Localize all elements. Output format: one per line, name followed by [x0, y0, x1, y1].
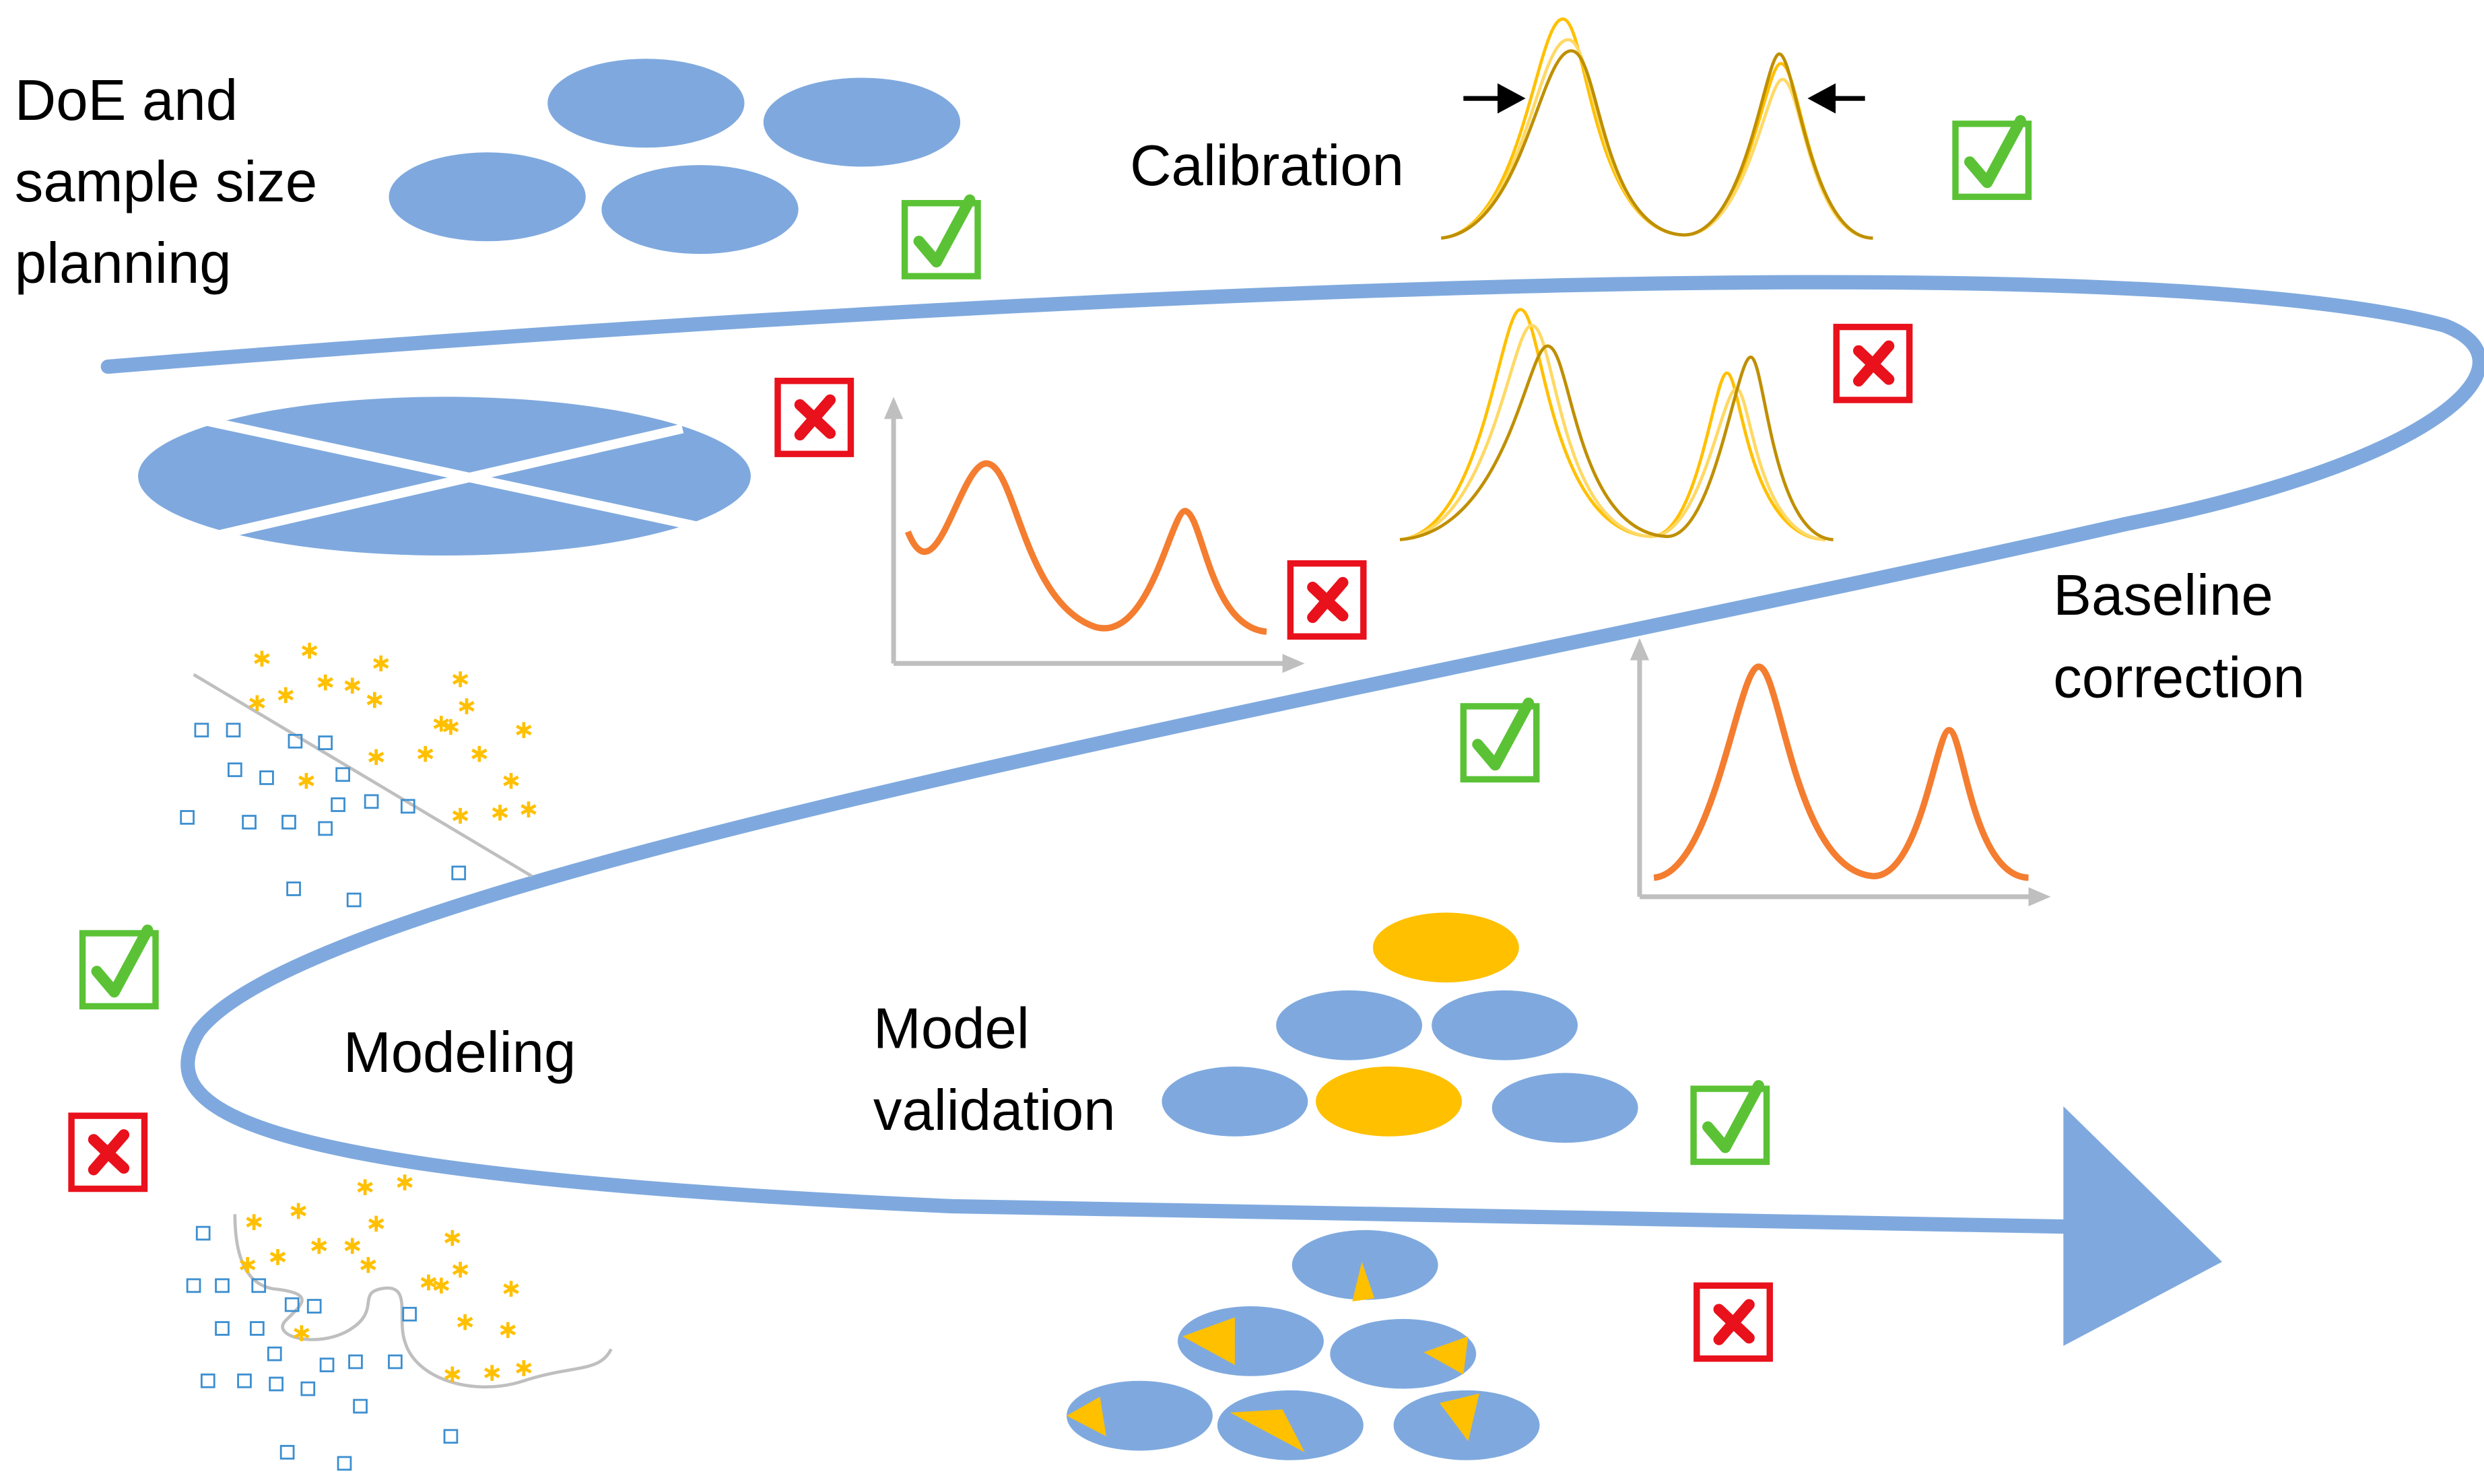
- baseline-cross-icon: [1290, 564, 1363, 636]
- modeling-label: Modeling: [343, 1021, 576, 1085]
- baseline-check-icon: [1463, 703, 1536, 779]
- validation-ellipses-good: [1162, 912, 1638, 1143]
- modeling-scatter-overfit: [186, 1174, 613, 1471]
- workflow-arrowhead: [2063, 1106, 2223, 1346]
- workflow-path: [100, 275, 2484, 1234]
- validation-label-line2: validation: [873, 1079, 1116, 1143]
- validation-label-line1: Model: [873, 997, 1030, 1060]
- calibration-spectra-bad: [1399, 308, 1834, 541]
- validation-check-icon: [1693, 1085, 1766, 1161]
- doe-label-line3: planning: [15, 232, 232, 296]
- doe-label-line1: DoE and: [15, 69, 238, 133]
- baseline-plot-bad: [883, 397, 1305, 673]
- calibration-spectra-good: [1441, 17, 1873, 240]
- baseline-label: Baseline correction: [2053, 564, 2305, 710]
- modeling-scatter-good: [180, 643, 536, 908]
- validation-label: Model validation: [873, 997, 1116, 1143]
- split-cross-icon: [778, 381, 850, 454]
- baseline-plot-good: [1630, 638, 2051, 906]
- doe-label: DoE and sample size planning: [15, 69, 333, 296]
- modeling-cross-icon: [71, 1116, 144, 1188]
- calibration-label: Calibration: [1130, 134, 1404, 198]
- doe-check-icon: [905, 200, 978, 276]
- validation-cross-icon: [1697, 1285, 1770, 1358]
- baseline-label-line2: correction: [2053, 646, 2305, 710]
- calibration-cross-icon: [1836, 327, 1909, 400]
- split-sample-disk: [138, 397, 751, 556]
- baseline-label-line1: Baseline: [2053, 564, 2273, 628]
- calibration-check-icon: [1955, 121, 2028, 197]
- doe-sample-ellipses: [389, 59, 961, 255]
- validation-ellipses-bad: [1067, 1229, 1540, 1460]
- doe-label-line2: sample size: [15, 150, 317, 214]
- modeling-check-icon: [83, 930, 156, 1006]
- calibration-arrows: [1463, 83, 1865, 114]
